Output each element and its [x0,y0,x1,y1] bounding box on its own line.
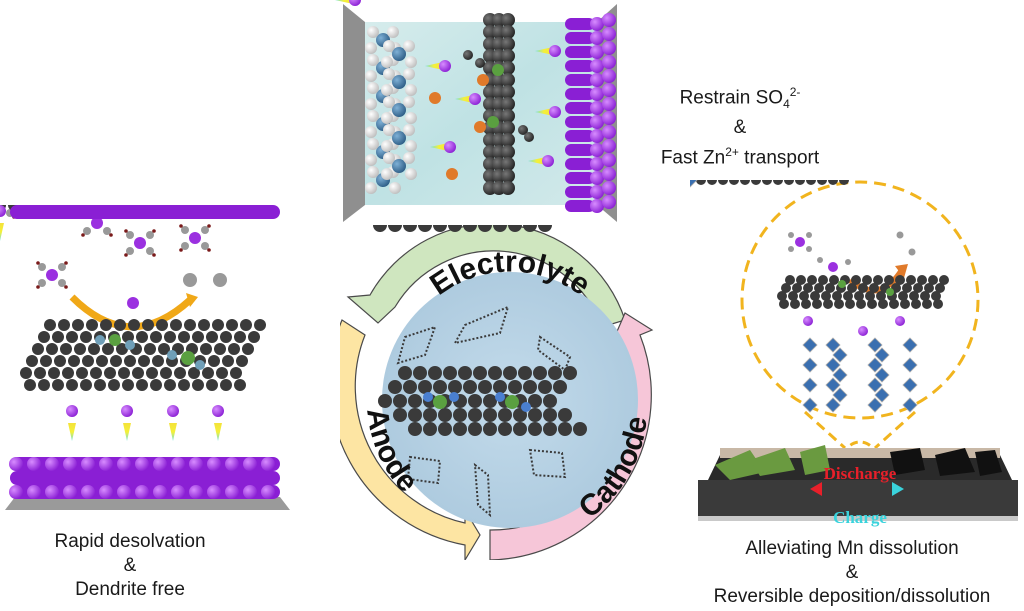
left-caption-amp: & [123,555,137,576]
cathode-illustration: Discharge Charge [682,172,1024,530]
anode-illustration [0,191,300,525]
cathode-zinc-ions [803,316,905,336]
left-electrode-wall [343,4,365,222]
caption-superscript: 2+ [725,145,739,160]
top-cell-illustration [335,0,625,225]
graphene-stack [463,13,534,195]
left-caption: Rapid desolvation & Dendrite free [0,530,260,602]
caption-superscript: 2- [789,85,801,99]
caption-subscript: 4 [783,97,790,112]
sulfate-ions [429,74,489,180]
right-caption: Alleviating Mn dissolution & Reversible … [680,537,1024,609]
zinc-metal-layer [565,13,616,213]
zinc-metal-anode [5,205,290,510]
small-graphene-flakes [396,305,572,518]
right-caption-line1: Alleviating Mn dissolution [745,538,959,559]
solvated-zinc-clusters [0,191,227,309]
zinc-ions [335,0,561,167]
cathode-graphene-layer [685,175,949,309]
cathode-solvated-clusters [788,231,916,272]
discharge-label: Discharge [824,464,897,483]
polymer-chain [365,26,417,194]
caption-text: Restrain SO [679,87,784,109]
right-caption-amp: & [845,562,859,583]
top-caption-amp: & [733,117,747,139]
caption-text: transport [738,147,820,169]
right-caption-line2: Reversible deposition/dissolution [713,586,991,607]
electrolyte-arrow [346,223,626,328]
top-caption-line1: Restrain SO42- [625,80,855,116]
left-caption-line2: Dendrite free [75,579,185,600]
cathode-electrode-slab [698,445,1018,521]
caption-text: Fast Zn [660,147,726,169]
top-caption-line2: Fast Zn2+ transport [625,140,855,170]
zoom-ring [740,180,980,420]
left-caption-line1: Rapid desolvation [54,531,206,552]
center-cycle-diagram: Electrolyte Anode Cathode [329,218,680,563]
top-caption: Restrain SO42- & Fast Zn2+ transport [625,80,855,170]
charge-label: Charge [833,508,887,527]
zinc-ions-descending [0,205,224,441]
